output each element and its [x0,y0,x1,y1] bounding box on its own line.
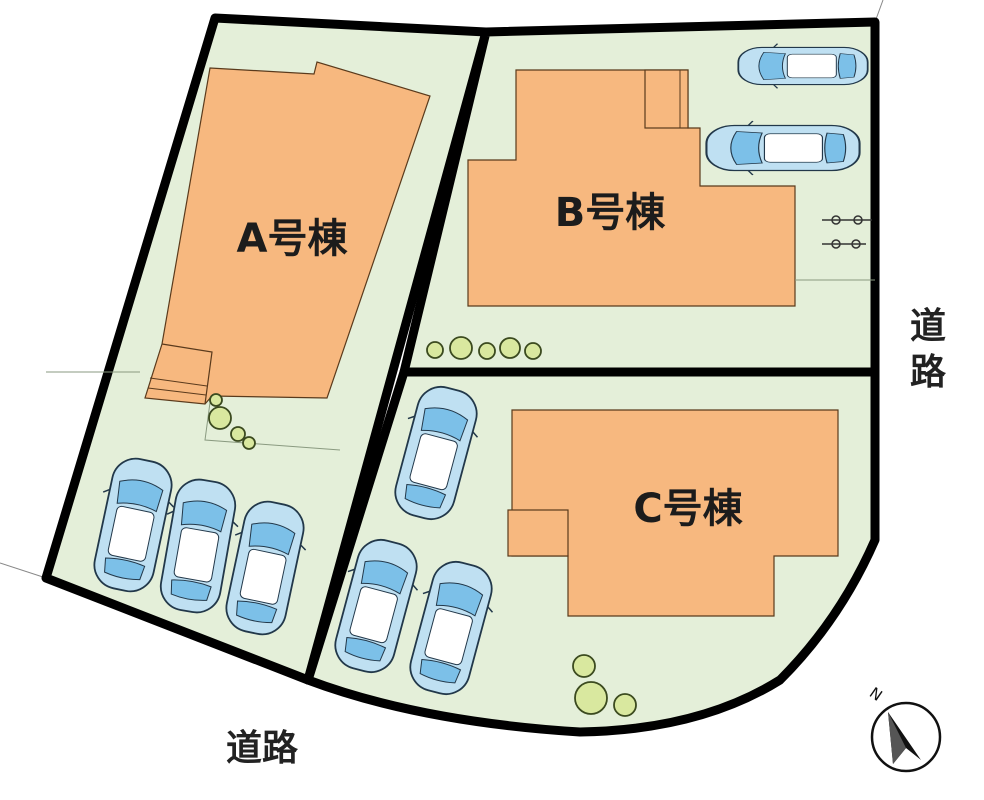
bicycle-icon [822,215,872,249]
road-label-right-2: 路 [910,352,947,393]
building-b-label: B号棟 [555,190,666,236]
road-label-right-1: 道 [910,306,946,347]
shrubs-lot-b [426,336,542,360]
compass-icon [870,701,942,773]
boundary-line-left [0,562,47,579]
shrubs-lot-a [208,393,256,450]
road-label-bottom: 道路 [226,728,299,769]
parking-car [737,42,869,90]
parking-car [705,119,861,177]
compass-north-label: N [866,684,886,705]
shrubs-lot-c [572,654,637,717]
building-a [144,61,431,405]
building-c-label: C号棟 [633,486,743,532]
building-a-label: A号棟 [237,216,349,262]
